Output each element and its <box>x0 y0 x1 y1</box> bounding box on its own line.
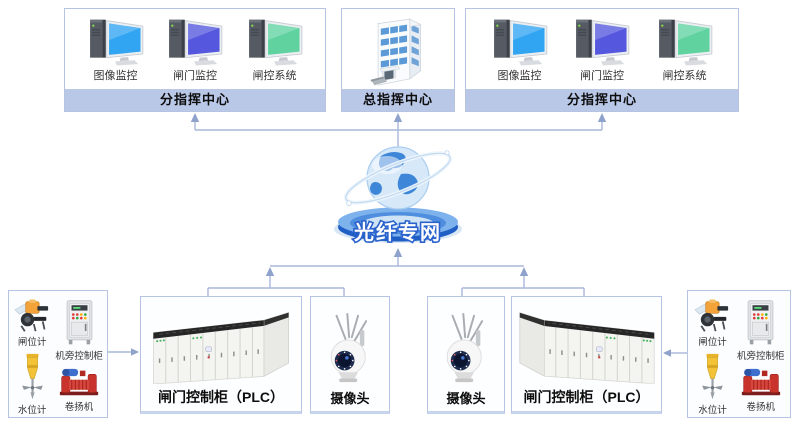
ptz-camera-icon <box>324 311 376 385</box>
computer-icon <box>246 16 304 66</box>
node-camera-left: 摄像头 <box>310 296 390 414</box>
camera-label: 摄像头 <box>330 391 370 406</box>
computer-icon <box>491 16 549 66</box>
device-label: 水位计 <box>17 405 47 416</box>
computer-icon <box>87 16 145 66</box>
ptz-camera-icon <box>440 311 492 385</box>
computer-icon <box>573 16 631 66</box>
node-fiber-network: 光纤专网 <box>323 138 473 250</box>
plc-cabinet-icon <box>516 304 658 384</box>
hoist-icon <box>58 367 100 398</box>
node-hq-center: 总指挥中心 <box>341 8 455 112</box>
device-label: 水位计 <box>698 405 727 416</box>
workstation-gate-control: 闸控系统 <box>246 16 304 83</box>
workstation-row: 图像监控 闸门监控 闸控系统 <box>65 9 325 89</box>
node-camera-right: 摄像头 <box>427 296 505 414</box>
arrowheads <box>131 113 671 357</box>
banner-branch-center-right: 分指挥中心 <box>466 89 738 111</box>
workstation-gate-monitoring: 闸门监控 <box>166 16 224 83</box>
workstation-row: 图像监控 闸门监控 闸控系统 <box>466 9 738 89</box>
workstation-label: 闸控系统 <box>252 70 297 82</box>
device-label: 卷扬机 <box>64 402 94 413</box>
device-hoist: 卷扬机 <box>58 367 100 413</box>
workstation-gate-control: 闸控系统 <box>656 16 714 83</box>
workstation-image-monitoring: 图像监控 <box>491 16 549 83</box>
plc-cabinet-label: 闸门控制柜（PLC） <box>158 389 284 405</box>
gate-position-meter-icon <box>693 299 731 333</box>
workstation-label: 图像监控 <box>497 70 542 82</box>
device-label: 机旁控制柜 <box>55 351 103 362</box>
device-local-control-cabinet: 机旁控制柜 <box>55 299 103 362</box>
network-label: 光纤专网 <box>353 220 442 244</box>
orbit-ring <box>343 150 453 207</box>
device-local-control-cabinet: 机旁控制柜 <box>736 299 785 362</box>
workstation-label: 闸门监控 <box>580 70 624 82</box>
local-control-cabinet-icon <box>64 299 95 347</box>
workstation-label: 图像监控 <box>93 70 138 82</box>
node-field-devices-right: 闸位计 水位计 机旁控制柜 卷扬机 <box>687 290 791 418</box>
node-branch-center-left: 图像监控 闸门监控 闸控系统 分指挥中心 <box>64 8 326 112</box>
device-label: 卷扬机 <box>746 402 775 413</box>
device-hoist: 卷扬机 <box>740 367 782 413</box>
gate-position-meter-icon <box>13 299 51 333</box>
device-label: 机旁控制柜 <box>736 351 785 362</box>
water-level-meter-icon <box>699 353 726 401</box>
local-control-cabinet-icon <box>745 299 776 347</box>
plc-cabinet-label: 闸门控制柜（PLC） <box>523 389 650 405</box>
node-field-devices-left: 闸位计 水位计 机旁控制柜 卷扬机 <box>8 290 108 418</box>
plc-cabinet-icon <box>146 304 296 384</box>
node-gate-control-cabinet-right: 闸门控制柜（PLC） <box>511 296 662 414</box>
workstation-gate-monitoring: 闸门监控 <box>573 16 631 83</box>
device-water-level-meter: 水位计 <box>17 353 47 416</box>
computer-icon <box>166 16 224 66</box>
computer-icon <box>656 16 714 66</box>
device-gate-position-meter: 闸位计 <box>693 299 731 348</box>
workstation-label: 闸门监控 <box>173 70 217 82</box>
banner-hq-center: 总指挥中心 <box>342 89 454 111</box>
banner-branch-center-left: 分指挥中心 <box>65 89 325 111</box>
device-gate-position-meter: 闸位计 <box>13 299 51 348</box>
globe-icon: 光纤专网 <box>334 146 462 246</box>
hoist-icon <box>740 367 782 398</box>
building-icon <box>368 11 428 87</box>
node-branch-center-right: 图像监控 闸门监控 闸控系统 分指挥中心 <box>465 8 739 112</box>
device-label: 闸位计 <box>698 337 727 348</box>
left-group-bracket <box>207 287 345 296</box>
device-label: 闸位计 <box>17 337 47 348</box>
water-level-meter-icon <box>19 353 46 401</box>
node-gate-control-cabinet-left: 闸门控制柜（PLC） <box>140 296 302 414</box>
camera-label: 摄像头 <box>446 391 486 406</box>
workstation-label: 闸控系统 <box>662 70 707 82</box>
workstation-image-monitoring: 图像监控 <box>87 16 145 83</box>
device-water-level-meter: 水位计 <box>698 353 727 416</box>
right-group-bracket <box>461 287 585 296</box>
